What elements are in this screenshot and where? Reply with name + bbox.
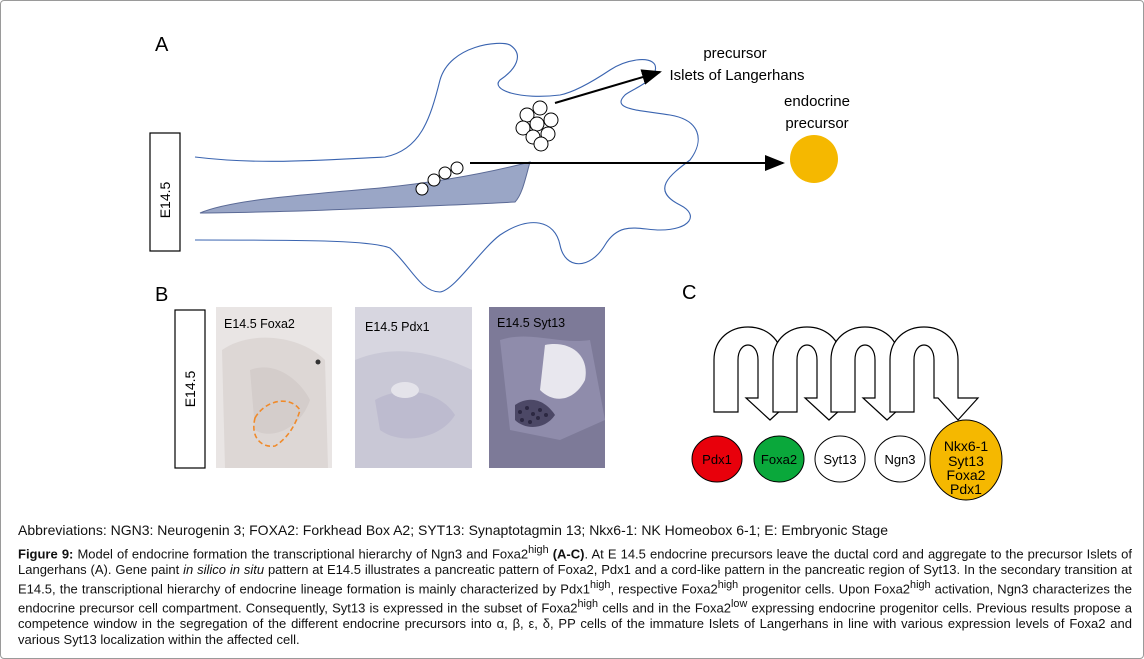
node-syt13-label: Syt13 xyxy=(823,452,856,467)
micrograph-syt13: E14.5 Syt13 xyxy=(489,307,605,468)
ductal-cord xyxy=(199,161,531,214)
stage-box-b xyxy=(174,309,206,469)
panel-a: A E14.5 precursor xyxy=(149,34,850,293)
micrograph-pdx1-label: E14.5 Pdx1 xyxy=(365,320,430,334)
label-precursor-islets-2: Islets of Langerhans xyxy=(669,67,804,84)
node-pdx1-label: Pdx1 xyxy=(702,452,732,467)
label-endocrine-precursor-1: endocrine xyxy=(784,93,850,110)
micrograph-foxa2: E14.5 Foxa2 xyxy=(216,307,332,468)
node-final: Nkx6-1 Syt13 Foxa2 Pdx1 xyxy=(929,419,1003,501)
node-final-line-2: Syt13 xyxy=(948,453,984,469)
panel-b-letter: B xyxy=(155,284,168,306)
figure-9-diagram: A E14.5 precursor xyxy=(149,34,1003,501)
node-final-line-3: Foxa2 xyxy=(947,467,986,483)
islet-cluster xyxy=(515,100,559,152)
micrograph-foxa2-label: E14.5 Foxa2 xyxy=(224,317,295,331)
node-ngn3-label: Ngn3 xyxy=(884,452,915,467)
micrograph-pdx1: E14.5 Pdx1 xyxy=(355,307,472,468)
node-final-line-4: Pdx1 xyxy=(950,481,982,497)
micrograph-syt13-label: E14.5 Syt13 xyxy=(497,316,565,330)
node-pdx1: Pdx1 xyxy=(691,435,743,483)
panel-a-letter: A xyxy=(155,34,169,56)
stage-box-a-label: E14.5 xyxy=(157,181,173,218)
caption-figure-label: Figure 9: xyxy=(18,546,74,562)
label-endocrine-precursor-2: precursor xyxy=(785,115,848,132)
node-foxa2-label: Foxa2 xyxy=(761,452,797,467)
stage-box-a xyxy=(149,132,181,252)
panel-c-letter: C xyxy=(682,282,696,304)
pancreas-outline xyxy=(194,42,699,293)
node-foxa2: Foxa2 xyxy=(753,435,805,483)
node-final-line-1: Nkx6-1 xyxy=(944,438,989,454)
label-precursor-islets-1: precursor xyxy=(703,45,766,62)
node-syt13: Syt13 xyxy=(814,435,866,483)
stage-box-b-label: E14.5 xyxy=(182,370,198,407)
endocrine-precursor-cell xyxy=(790,135,838,183)
hierarchy-arcs xyxy=(713,326,980,421)
arrow-to-islets xyxy=(554,69,662,104)
endocrine-cells-duct xyxy=(415,161,464,196)
node-ngn3: Ngn3 xyxy=(874,435,926,483)
figure-caption: Figure 9: Model of endocrine formation t… xyxy=(18,544,1133,647)
foxa2-region-outline xyxy=(253,400,301,447)
panel-c: C Pdx1 Foxa2 Syt13 Ngn3 Nkx6-1 Syt xyxy=(682,282,1003,501)
panel-b: B E14.5 E14.5 Foxa2 E14.5 Pdx1 xyxy=(155,284,605,469)
abbreviations: Abbreviations: NGN3: Neurogenin 3; FOXA2… xyxy=(18,522,888,538)
